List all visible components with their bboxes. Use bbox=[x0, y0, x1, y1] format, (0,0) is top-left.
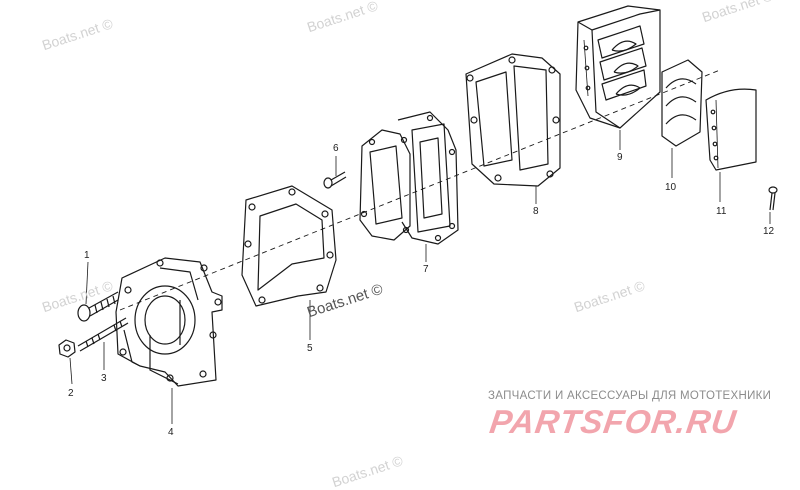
callout-10: 10 bbox=[665, 182, 677, 193]
callout-8: 8 bbox=[533, 206, 539, 217]
part-6-screw bbox=[323, 171, 347, 189]
callout-9: 9 bbox=[617, 152, 623, 163]
part-3-stud bbox=[77, 317, 129, 352]
callout-11: 11 bbox=[716, 206, 727, 217]
assembly-centerline bbox=[119, 69, 721, 311]
part-1-screw bbox=[77, 291, 119, 322]
part-7-reed-plate bbox=[359, 111, 459, 245]
callout-2: 2 bbox=[68, 388, 74, 399]
part-4-reed-housing bbox=[115, 257, 223, 387]
part-9-reed-cage bbox=[575, 5, 661, 129]
brand-tagline: ЗАПЧАСТИ И АКСЕССУАРЫ ДЛЯ МОТОТЕХНИКИ bbox=[488, 390, 772, 402]
leader-lines bbox=[69, 130, 771, 424]
part-10-reed-petals bbox=[661, 59, 703, 147]
callout-4: 4 bbox=[168, 427, 174, 438]
callout-1: 1 bbox=[84, 250, 90, 261]
part-2-nut bbox=[58, 339, 76, 358]
callout-12: 12 bbox=[763, 226, 775, 237]
brand-logo: PARTSFOR.RU bbox=[487, 403, 739, 440]
callout-5: 5 bbox=[307, 343, 313, 354]
part-11-reed-stop bbox=[705, 88, 757, 171]
callout-7: 7 bbox=[423, 264, 429, 275]
part-12-screw bbox=[768, 186, 778, 211]
part-5-gasket bbox=[241, 185, 337, 307]
callout-6: 6 bbox=[333, 143, 339, 154]
part-8-gasket bbox=[465, 53, 561, 187]
callout-3: 3 bbox=[101, 373, 107, 384]
